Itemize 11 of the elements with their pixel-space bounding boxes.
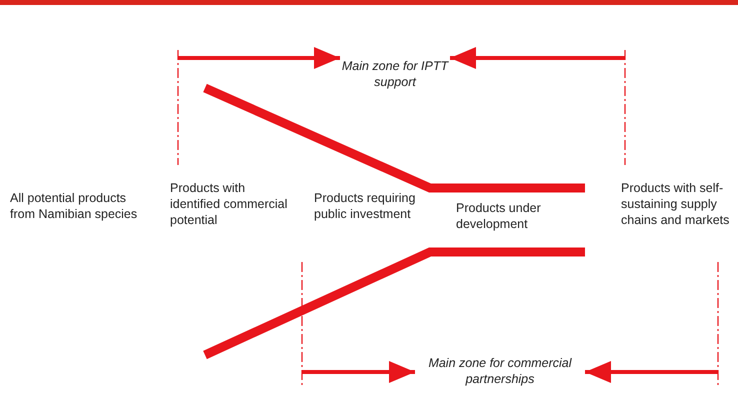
- stage-label: Products with self-sustaining supply chains and markets: [621, 180, 737, 246]
- zone-label: Main zone for IPTT support: [340, 58, 450, 92]
- arrow: [178, 47, 340, 69]
- stage-label: All potential products from Namibian species: [10, 190, 150, 240]
- zone-label: Main zone for commercial partnerships: [415, 355, 585, 389]
- stage-label: Products with identified commercial potential: [170, 180, 298, 246]
- arrow: [450, 47, 625, 69]
- stage-label: Products requiring public investment: [314, 190, 444, 240]
- arrow: [302, 361, 415, 383]
- stage-label: Products under development: [456, 200, 574, 234]
- arrow: [585, 361, 718, 383]
